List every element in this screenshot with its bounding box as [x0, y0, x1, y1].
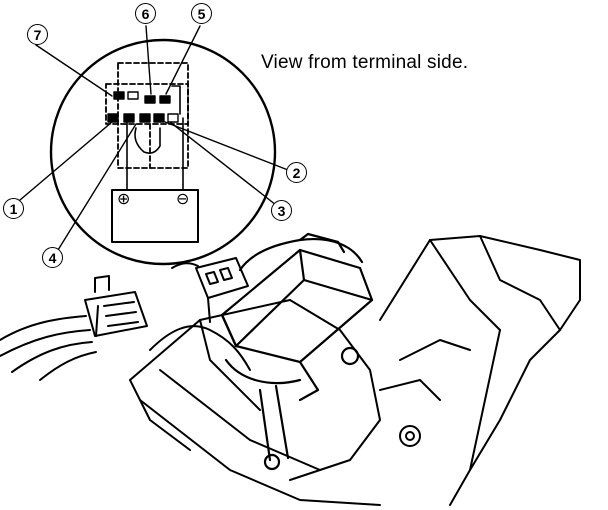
view-caption: View from terminal side. [261, 52, 469, 73]
terminal-pins [107, 91, 179, 123]
mounting-bracket [129, 299, 381, 506]
wire-harness [0, 315, 97, 381]
harness-connector [84, 275, 148, 337]
callout-7: 7 [27, 24, 48, 45]
callout-2: 2 [286, 162, 307, 183]
magnified-view-circle [49, 38, 277, 266]
callout-3: 3 [271, 200, 292, 221]
callout-1: 1 [3, 198, 24, 219]
callout-4: 4 [42, 247, 63, 268]
battery-negative-symbol: ⊖ [176, 189, 190, 208]
relay-module [220, 232, 374, 364]
cable [149, 325, 251, 371]
callout-5: 5 [191, 3, 212, 24]
mounting-strap [224, 346, 360, 471]
battery-positive-symbol: ⊕ [117, 189, 131, 208]
callout-6: 6 [135, 3, 156, 24]
battery [111, 189, 199, 243]
support-frame [379, 235, 581, 506]
callout-leaders [19, 25, 289, 251]
module-connector [171, 257, 249, 323]
connector-latch [134, 127, 161, 154]
